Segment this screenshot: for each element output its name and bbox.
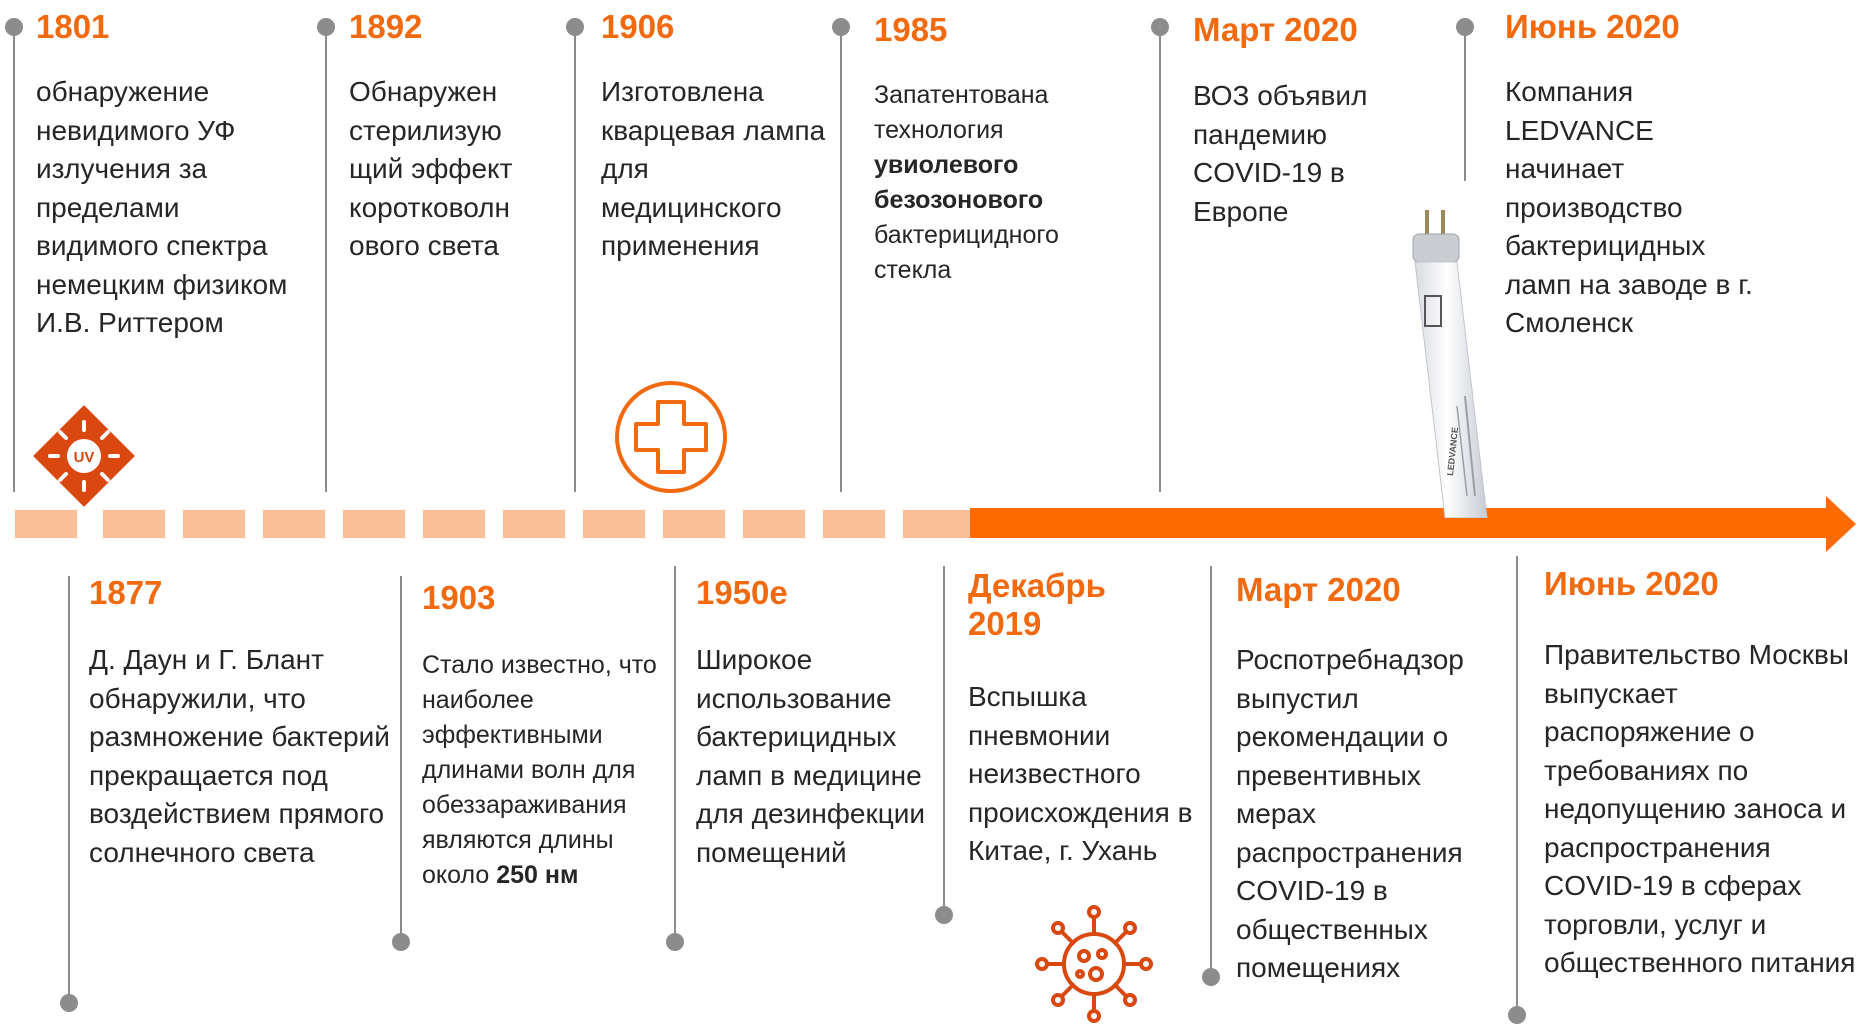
timeline-dash [183, 510, 245, 538]
marker-june2020-top [1456, 18, 1474, 36]
timeline-dash [343, 510, 405, 538]
timeline-dash [263, 510, 325, 538]
connector-march2020-top [1159, 26, 1161, 492]
event-year-text: Декабрь 2019 [968, 567, 1106, 642]
timeline-dash [503, 510, 565, 538]
event-text: бактерицидного стекла [874, 221, 1059, 284]
connector-march2020-bottom [1210, 566, 1212, 976]
timeline-dash [663, 510, 725, 538]
timeline-arrowhead [1826, 496, 1856, 552]
event-description: Д. Даун и Г. Блант обнаружили, что размн… [89, 644, 390, 868]
timeline-solid-segment [970, 508, 1830, 538]
marker-march2020-top [1151, 18, 1169, 36]
uv-lamp-tube-icon: LEDVANCE [1405, 206, 1500, 519]
connector-1877 [68, 576, 70, 1002]
event-description: Изготовлена кварцевая лампа для медицинс… [601, 76, 826, 261]
marker-march2020-bottom [1202, 968, 1220, 986]
timeline-dash [15, 510, 77, 538]
event-year: Июнь 2020 [1544, 565, 1719, 602]
connector-1906 [574, 26, 576, 492]
event-description: Вспышка пневмонии неизвестного происхожд… [968, 681, 1193, 866]
event-year: Июнь 2020 [1505, 8, 1680, 45]
marker-1877 [60, 994, 78, 1012]
uv-label: UV [74, 449, 95, 466]
uv-sun-icon: UV [28, 400, 140, 512]
marker-1903 [392, 933, 410, 951]
timeline-dash [583, 510, 645, 538]
marker-1892 [317, 18, 335, 36]
event-year: 1985 [874, 11, 948, 48]
connector-1950 [674, 566, 676, 942]
marker-1950 [666, 933, 684, 951]
event-year: Март 2020 [1193, 11, 1358, 48]
event-year: Декабрь 2019 [968, 567, 1168, 643]
event-year: Март 2020 [1236, 571, 1401, 608]
event-year: 1906 [601, 8, 675, 45]
event-description: Компания LEDVANCE начинает производство … [1505, 76, 1753, 338]
connector-1985 [840, 26, 842, 492]
marker-1985 [832, 18, 850, 36]
event-year: 1877 [89, 574, 163, 611]
event-description: Правительство Москвы выпускает распоряже… [1544, 639, 1856, 978]
marker-june2020-bottom [1508, 1006, 1526, 1024]
event-text: Запатентована технология [874, 81, 1049, 144]
connector-1892 [325, 26, 327, 492]
event-description: Роспотребнадзор выпустил рекомендации о … [1236, 644, 1464, 983]
connector-june2020-top [1464, 26, 1466, 181]
connector-dec2019 [943, 566, 945, 916]
connector-june2020-bottom [1516, 556, 1518, 1016]
event-year: 1903 [422, 579, 496, 616]
event-description: обнаружение невидимого УФ излучения за п… [36, 76, 288, 338]
event-description: Запатентована технология увиолевого безо… [874, 78, 1099, 288]
marker-1906 [566, 18, 584, 36]
event-text-bold: 250 нм [496, 861, 579, 889]
connector-1903 [400, 576, 402, 942]
connector-1801 [13, 26, 15, 492]
medical-cross-icon [612, 378, 730, 496]
event-year: 1950е [696, 574, 788, 611]
event-description: Обнаружен стерилизую щий эффект коротков… [349, 76, 513, 261]
timeline-dash [103, 510, 165, 538]
event-text: Стало известно, что наиболее эффективным… [422, 651, 657, 889]
timeline-dash [903, 510, 970, 538]
marker-1801 [5, 18, 23, 36]
event-description: Стало известно, что наиболее эффективным… [422, 648, 670, 893]
event-year: 1801 [36, 8, 110, 45]
event-description: ВОЗ объявил пандемию COVID-19 в Европе [1193, 80, 1368, 227]
event-description: Широкое использование бактерицидных ламп… [696, 644, 926, 868]
timeline-dash [823, 510, 885, 538]
virus-icon [1030, 900, 1158, 1024]
timeline-dash [743, 510, 805, 538]
event-text-bold: увиолевого безозонового [874, 151, 1044, 214]
timeline-dash [423, 510, 485, 538]
marker-dec2019 [935, 906, 953, 924]
event-year: 1892 [349, 8, 423, 45]
